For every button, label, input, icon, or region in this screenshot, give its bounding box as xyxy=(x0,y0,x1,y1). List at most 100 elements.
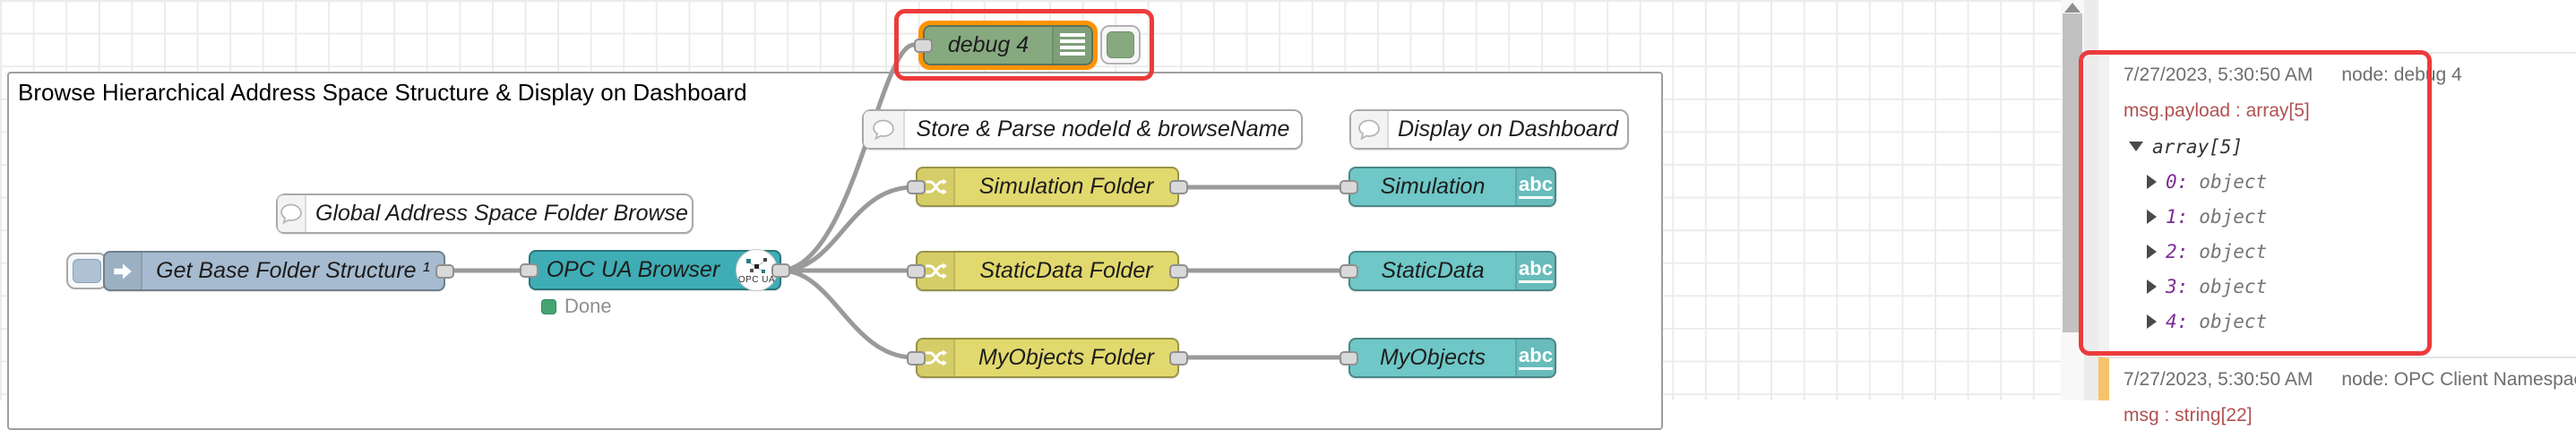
tree-item-type: object xyxy=(2199,275,2268,297)
tree-row[interactable]: 4: object xyxy=(2124,304,2576,339)
switch-shuffle-icon xyxy=(925,349,947,366)
scrollbar-up-arrow-icon[interactable] xyxy=(2064,3,2081,13)
switch-input-port[interactable] xyxy=(907,350,926,366)
switch-node-label: StaticData Folder xyxy=(979,258,1153,283)
switch-input-port[interactable] xyxy=(907,263,926,279)
opcua-logo-icon: OPC UA xyxy=(736,249,778,291)
debug-toggle-inner xyxy=(1107,31,1134,58)
text-node-staticdata[interactable]: StaticData abc xyxy=(1340,251,1556,291)
comment-icon-region xyxy=(278,195,306,232)
flow-canvas[interactable]: Browse Hierarchical Address Space Struct… xyxy=(0,0,2084,430)
opcua-output-port[interactable] xyxy=(771,262,790,278)
text-input-port[interactable] xyxy=(1340,350,1358,366)
opcua-status: Done xyxy=(541,295,612,318)
comment-bubble-icon xyxy=(873,119,894,140)
inject-trigger-button[interactable] xyxy=(66,253,108,289)
switch-output-port[interactable] xyxy=(1169,263,1188,279)
tree-root-label: array[5] xyxy=(2152,135,2244,158)
switch-node-myobjects[interactable]: MyObjects Folder xyxy=(907,338,1188,378)
debug-payload-tree: array[5] 0: object 1: object 2: object 3… xyxy=(2124,129,2576,339)
debug-message-path: msg : string[22] xyxy=(2124,405,2253,426)
tree-row-root[interactable]: array[5] xyxy=(2124,129,2576,164)
debug-node[interactable]: debug 4 xyxy=(914,21,1098,70)
abc-icon: abc xyxy=(1519,346,1553,370)
tree-row[interactable]: 3: object xyxy=(2124,269,2576,304)
abc-icon: abc xyxy=(1519,175,1553,199)
tree-item-key: 1: xyxy=(2166,205,2189,228)
debug-icon-region xyxy=(1052,27,1091,64)
text-node-label: MyObjects xyxy=(1379,345,1486,370)
inject-icon-region xyxy=(105,253,142,289)
inject-output-port[interactable] xyxy=(435,263,454,279)
expand-arrow-icon[interactable] xyxy=(2147,209,2157,224)
switch-shuffle-icon xyxy=(925,178,947,195)
inject-arrow-icon xyxy=(114,262,132,280)
debug-output-lines-icon xyxy=(1060,33,1085,57)
wire-layer xyxy=(442,42,1352,360)
text-icon-region: abc xyxy=(1515,340,1555,376)
opcua-browser-node[interactable]: OPC UA Browser OPC UA xyxy=(520,249,790,291)
tree-item-type: object xyxy=(2199,205,2268,228)
status-text: Done xyxy=(564,295,612,317)
text-icon-region: abc xyxy=(1515,168,1555,205)
status-dot-icon xyxy=(541,298,556,314)
switch-node-label: MyObjects Folder xyxy=(978,345,1154,370)
debug-input-port[interactable] xyxy=(914,38,933,53)
inject-node[interactable]: Get Base Folder Structure ¹ xyxy=(103,251,454,291)
debug-message[interactable]: 7/27/2023, 5:30:50 AM node: debug 4 msg.… xyxy=(2098,52,2576,357)
tree-item-type: object xyxy=(2199,240,2268,262)
opcua-input-port[interactable] xyxy=(520,262,538,278)
group-title: Browse Hierarchical Address Space Struct… xyxy=(18,79,747,106)
wire-browser-to-switch-1[interactable] xyxy=(779,185,917,273)
expand-arrow-icon[interactable] xyxy=(2147,314,2157,329)
debug-message-timestamp: 7/27/2023, 5:30:50 AM xyxy=(2124,369,2313,390)
switch-output-port[interactable] xyxy=(1169,350,1188,366)
debug-message-timestamp: 7/27/2023, 5:30:50 AM xyxy=(2124,64,2313,85)
text-icon-region: abc xyxy=(1515,253,1555,289)
text-node-simulation[interactable]: Simulation abc xyxy=(1340,167,1556,207)
debug-message-meta: 7/27/2023, 5:30:50 AM node: OPC Client N… xyxy=(2124,369,2576,391)
expand-arrow-icon[interactable] xyxy=(2147,174,2157,189)
comment-bubble-icon xyxy=(280,203,302,224)
expand-arrow-icon[interactable] xyxy=(2147,279,2157,294)
inject-node-label: Get Base Folder Structure ¹ xyxy=(156,258,430,283)
collapse-arrow-icon[interactable] xyxy=(2129,142,2143,151)
switch-node-simulation[interactable]: Simulation Folder xyxy=(907,167,1188,207)
comment-node-store-parse[interactable]: Store & Parse nodeId & browseName xyxy=(862,109,1303,150)
opcua-badge-caption: OPC UA xyxy=(737,274,776,285)
debug-node-label: debug 4 xyxy=(947,32,1030,57)
comment-node-global-browse[interactable]: Global Address Space Folder Browse xyxy=(276,194,694,234)
wire-browser-to-switch-3[interactable] xyxy=(779,268,917,360)
debug-sidebar-panel[interactable]: 7/27/2023, 5:30:50 AM node: debug 4 msg.… xyxy=(2098,0,2576,426)
text-input-port[interactable] xyxy=(1340,179,1358,194)
tree-item-key: 4: xyxy=(2166,310,2189,332)
comment-icon-region xyxy=(1351,111,1390,148)
tree-item-type: object xyxy=(2199,170,2268,193)
text-input-port[interactable] xyxy=(1340,263,1358,279)
switch-node-label: Simulation Folder xyxy=(978,174,1154,199)
comment-bubble-icon xyxy=(1358,119,1380,140)
canvas-scrollbar-thumb[interactable] xyxy=(2063,13,2082,332)
comment-icon-region xyxy=(864,111,905,148)
tree-row[interactable]: 2: object xyxy=(2124,234,2576,269)
comment-label: Display on Dashboard xyxy=(1398,116,1618,142)
text-node-myobjects[interactable]: MyObjects abc xyxy=(1340,338,1556,378)
expand-arrow-icon[interactable] xyxy=(2147,244,2157,259)
debug-enable-toggle[interactable] xyxy=(1100,25,1141,64)
tree-item-key: 2: xyxy=(2166,240,2189,262)
opcua-node-label: OPC UA Browser xyxy=(546,257,720,282)
switch-node-staticdata[interactable]: StaticData Folder xyxy=(907,251,1188,291)
switch-input-port[interactable] xyxy=(907,179,926,194)
debug-message[interactable]: 7/27/2023, 5:30:50 AM node: OPC Client N… xyxy=(2098,357,2576,426)
comment-node-display-dashboard[interactable]: Display on Dashboard xyxy=(1349,109,1629,150)
switch-output-port[interactable] xyxy=(1169,179,1188,194)
sidebar-resize-handle[interactable] xyxy=(2084,0,2098,400)
inject-trigger-inner xyxy=(73,259,101,283)
debug-message-meta: 7/27/2023, 5:30:50 AM node: debug 4 xyxy=(2124,64,2576,86)
text-node-label: Simulation xyxy=(1380,174,1486,199)
tree-row[interactable]: 0: object xyxy=(2124,164,2576,199)
switch-shuffle-icon xyxy=(925,262,947,280)
comment-label: Store & Parse nodeId & browseName xyxy=(916,116,1290,142)
wire-browser-to-debug[interactable] xyxy=(779,42,917,273)
tree-row[interactable]: 1: object xyxy=(2124,199,2576,234)
